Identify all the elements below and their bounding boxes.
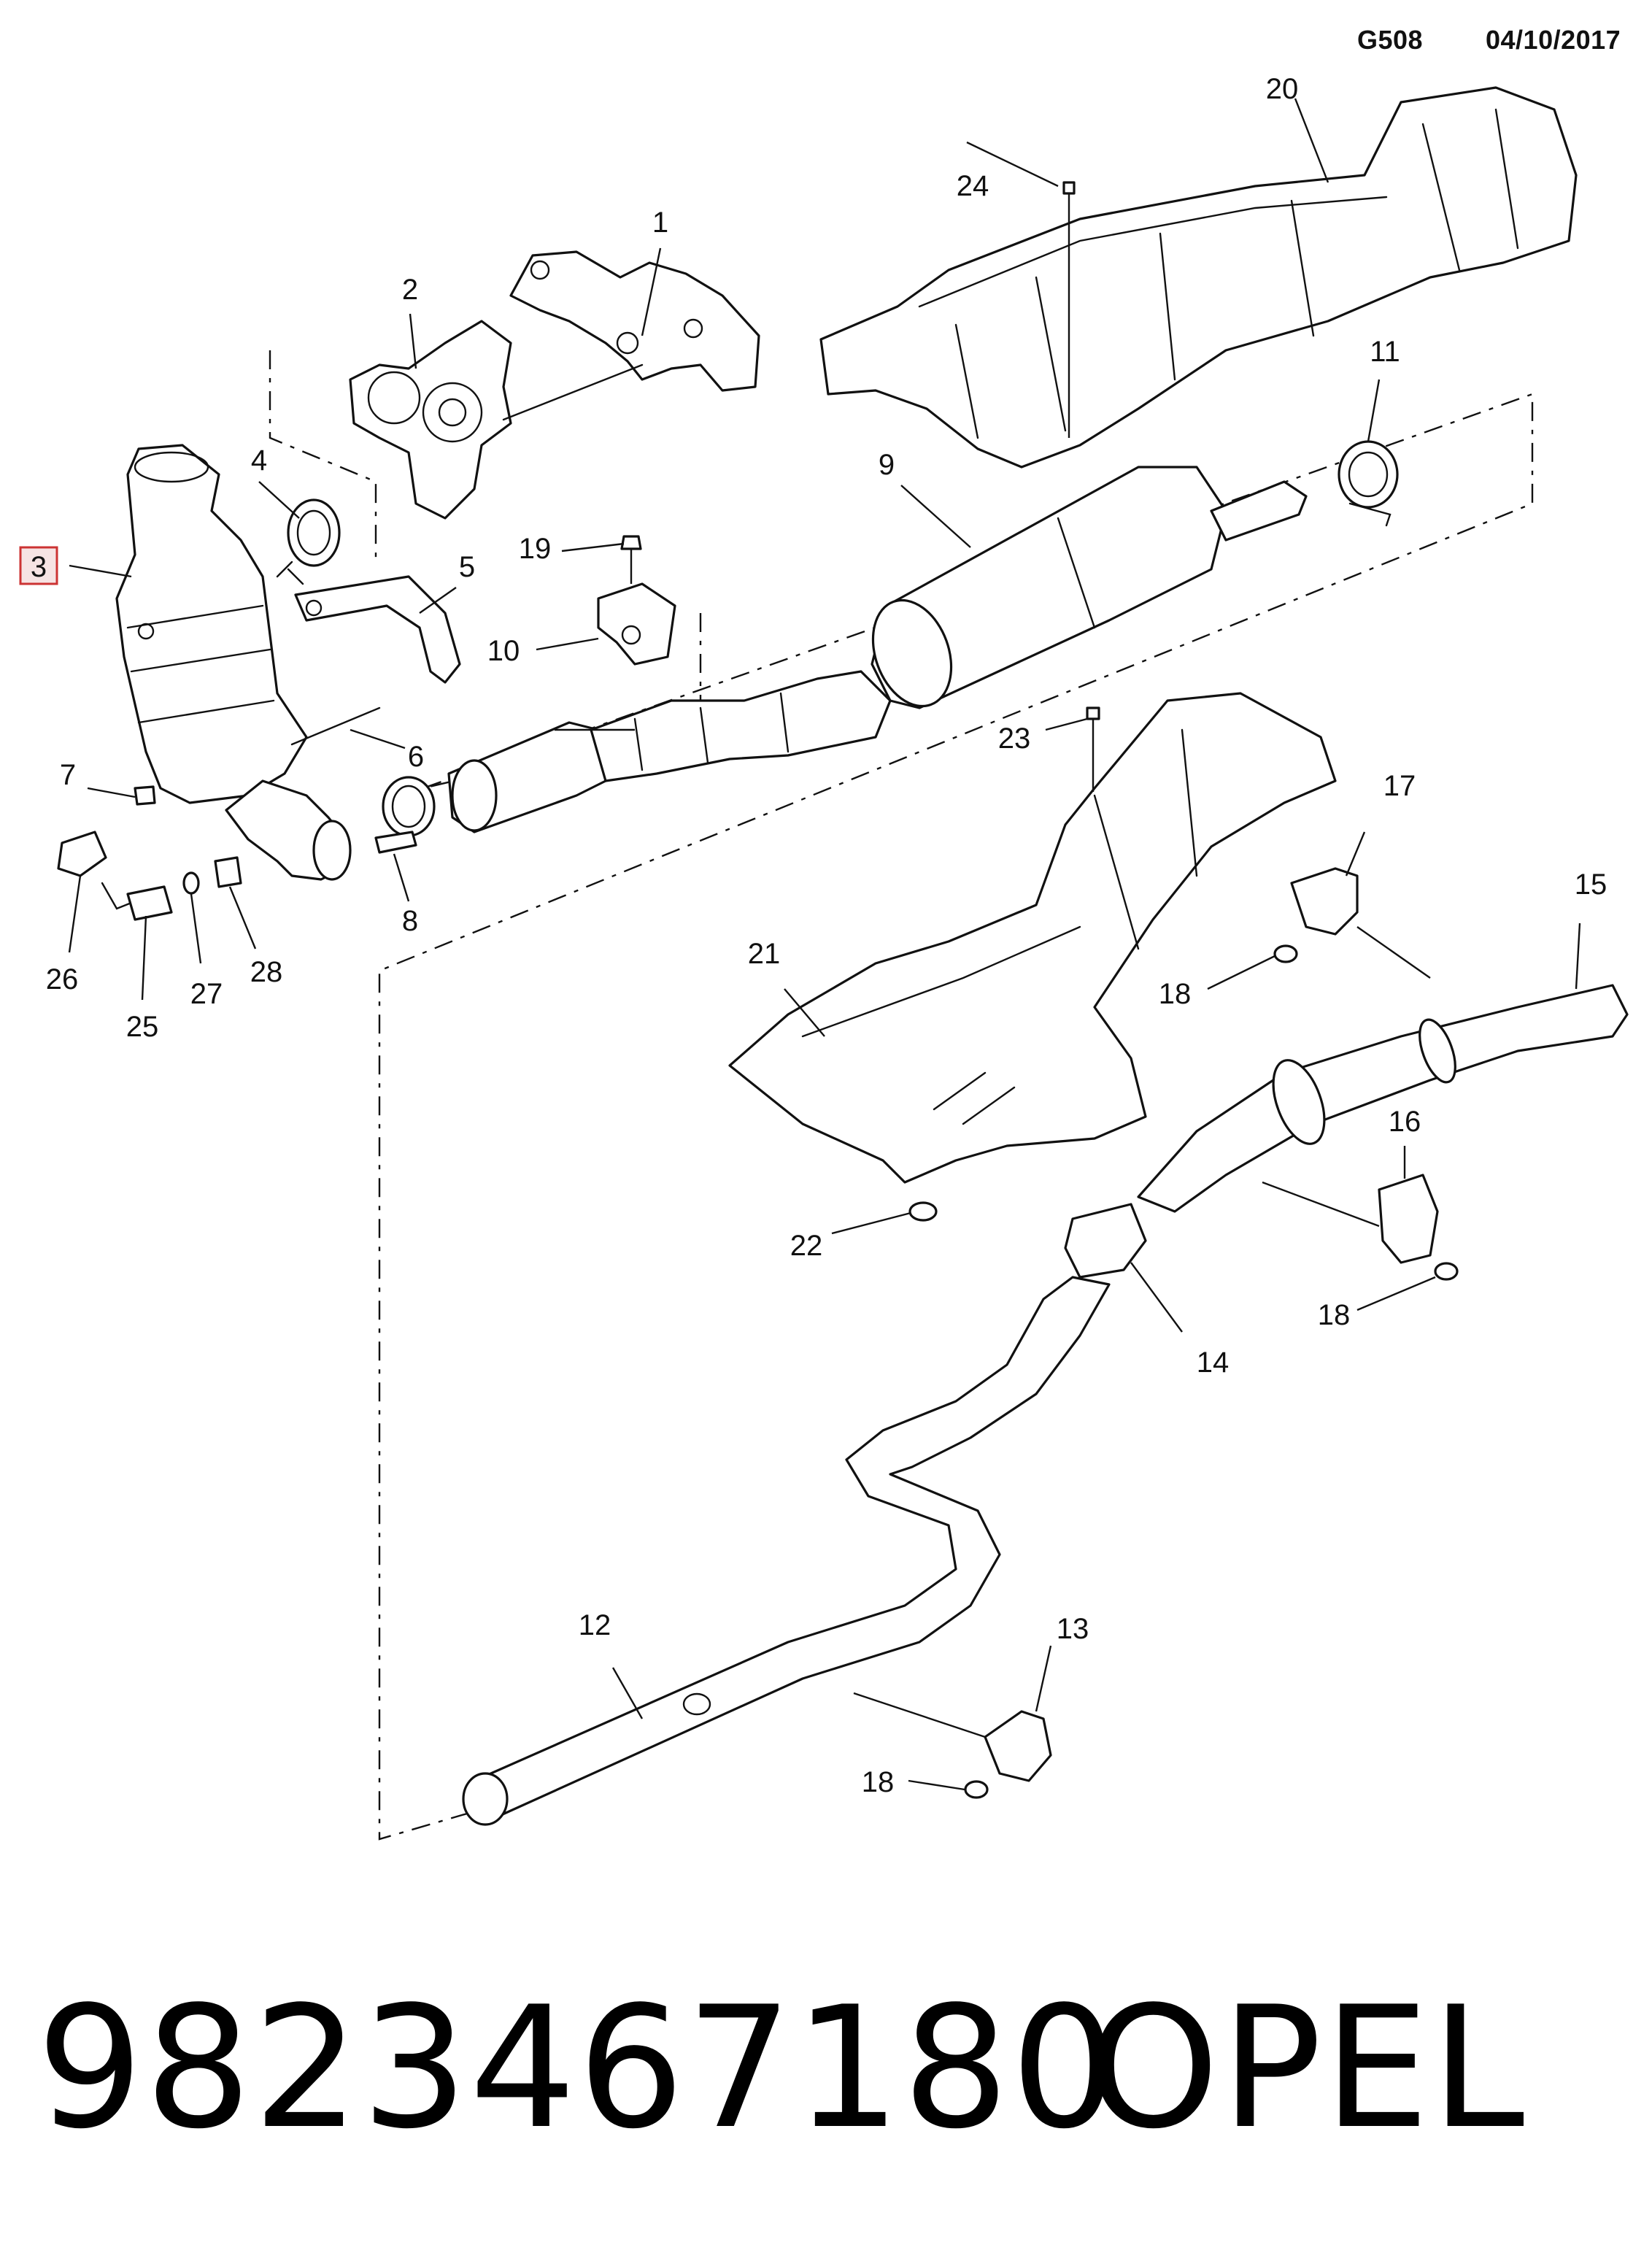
callout-20: 20	[1266, 73, 1299, 105]
callout-23: 23	[998, 723, 1031, 755]
part-nut-19[interactable]	[620, 535, 642, 584]
callout-9: 9	[879, 449, 895, 481]
callout-labels: 1 2 3 4 5 6 7 8 9 10 11 12 13 14 15 16 1…	[31, 73, 1607, 1798]
callout-22: 22	[790, 1230, 823, 1262]
part-heat-shield-upper[interactable]	[819, 86, 1578, 469]
callout-1: 1	[652, 207, 668, 239]
callout-18c: 18	[862, 1766, 895, 1798]
part-bolt-24[interactable]	[1062, 181, 1076, 438]
part-clamp-4[interactable]	[276, 498, 341, 585]
diagram-date: 04/10/2017	[1486, 25, 1621, 55]
part-rear-muffler[interactable]	[1137, 984, 1629, 1213]
diagram-code: G508	[1357, 25, 1424, 55]
callout-26: 26	[46, 963, 79, 995]
callout-10: 10	[487, 635, 520, 667]
callout-6: 6	[408, 741, 424, 773]
callout-18b: 18	[1318, 1299, 1351, 1331]
part-number: 9823467180	[36, 1971, 1119, 2166]
part-clamp-8[interactable]	[374, 831, 417, 854]
part-turbocharger[interactable]	[349, 320, 644, 520]
part-nut-18-group[interactable]	[964, 944, 1459, 1799]
callout-25: 25	[126, 1011, 159, 1043]
part-exhaust-manifold[interactable]	[509, 250, 760, 392]
callout-18a: 18	[1159, 978, 1192, 1010]
part-bracket-5[interactable]	[294, 575, 461, 684]
highlight-box	[19, 546, 58, 585]
callout-19: 19	[519, 533, 552, 565]
part-hanger-13[interactable]	[853, 1692, 1052, 1782]
callout-27: 27	[190, 978, 223, 1010]
part-nut-7[interactable]	[134, 785, 156, 806]
part-mount-10[interactable]	[597, 582, 676, 666]
part-front-pipe-assembly[interactable]	[225, 670, 892, 881]
callout-4: 4	[251, 444, 267, 477]
callout-12: 12	[579, 1609, 611, 1641]
callout-2: 2	[402, 274, 418, 306]
brand-name: OPEL	[1087, 1971, 1526, 2166]
callout-24: 24	[957, 170, 989, 202]
callout-11: 11	[1370, 336, 1400, 368]
callout-8: 8	[402, 905, 418, 937]
part-clamp-11[interactable]	[1338, 440, 1399, 527]
exhaust-system-diagram: 1 2 3 4 5 6 7 8 9 10 11 12 13 14 15 16 1…	[19, 73, 1629, 1841]
callout-17: 17	[1383, 770, 1416, 802]
part-catalytic-converter[interactable]	[115, 444, 308, 804]
callout-14: 14	[1197, 1347, 1230, 1379]
callout-3: 3	[31, 551, 47, 583]
part-heat-shield-lower[interactable]	[728, 692, 1337, 1184]
part-hanger-17[interactable]	[1290, 867, 1431, 979]
callout-leader-lines	[68, 98, 1581, 1791]
part-nut-22[interactable]	[908, 1201, 938, 1222]
callout-21: 21	[748, 938, 781, 970]
callout-28: 28	[250, 956, 283, 988]
part-stud-6[interactable]	[290, 706, 381, 746]
callout-16: 16	[1389, 1106, 1421, 1138]
part-hanger-16[interactable]	[1262, 1174, 1439, 1264]
part-center-muffler[interactable]	[859, 466, 1308, 717]
callout-13: 13	[1057, 1613, 1089, 1645]
callout-15: 15	[1575, 868, 1607, 901]
part-clamp-14[interactable]	[1064, 1203, 1147, 1279]
part-oxygen-sensor-group[interactable]	[57, 831, 242, 921]
part-bolt-23[interactable]	[1086, 706, 1100, 792]
part-intermediate-pipe[interactable]	[462, 1276, 1111, 1826]
callout-7: 7	[60, 759, 76, 791]
callout-5: 5	[459, 551, 475, 583]
